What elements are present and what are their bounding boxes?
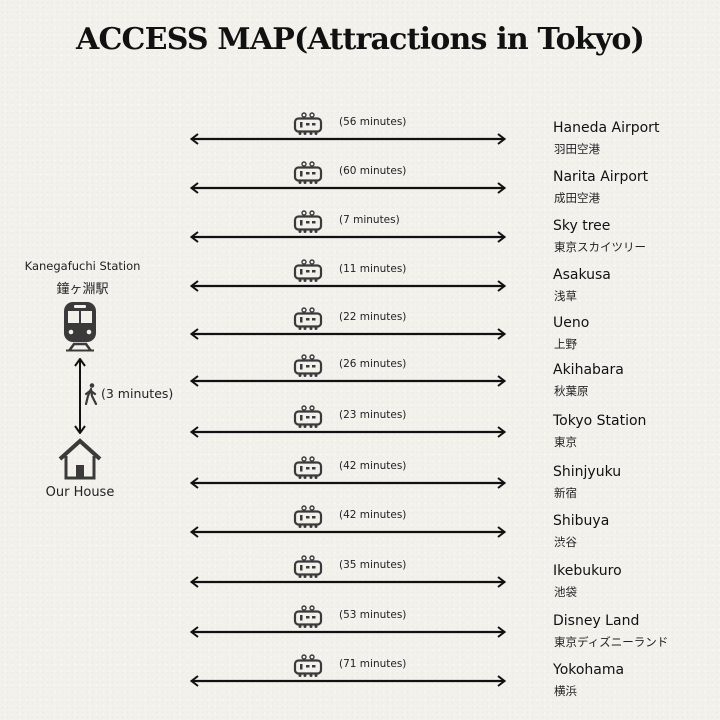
destination-name-ja: 上野 — [554, 337, 577, 351]
travel-time: (42 minutes) — [339, 509, 407, 521]
destination-name-ja: 浅草 — [554, 289, 577, 303]
destination-name-en: Shinjyuku — [553, 464, 622, 480]
travel-time: (22 minutes) — [339, 311, 407, 323]
double-arrow-horizontal-icon — [190, 328, 506, 340]
destination-name-en: Haneda Airport — [553, 120, 660, 136]
destination-name-ja: 渋谷 — [554, 535, 577, 549]
route-row: (60 minutes) Narita Airport 成田空港 — [0, 161, 720, 211]
train-icon — [293, 307, 323, 330]
train-icon — [293, 259, 323, 282]
station-name-ja: 鐘ヶ淵駅 — [56, 282, 109, 297]
destination-name-ja: 成田空港 — [554, 191, 600, 205]
destination-name-ja: 東京ディズニーランド — [554, 635, 669, 649]
destination-name-en: Disney Land — [553, 613, 640, 629]
destination-name-en: Akihabara — [553, 362, 624, 378]
destination-name-ja: 羽田空港 — [554, 142, 600, 156]
travel-time: (26 minutes) — [339, 358, 407, 370]
train-icon — [293, 161, 323, 184]
route-row: (23 minutes) Tokyo Station 東京 — [0, 405, 720, 455]
walk-time: (3 minutes) — [101, 386, 174, 401]
house-label: Our House — [45, 485, 115, 500]
route-row: (7 minutes) Sky tree 東京スカイツリー — [0, 210, 720, 260]
page-title: ACCESS MAP(Attractions in Tokyo) — [76, 22, 645, 57]
travel-time: (53 minutes) — [339, 609, 407, 621]
destination-name-en: Shibuya — [553, 513, 610, 529]
double-arrow-horizontal-icon — [190, 526, 506, 538]
station-name-en: Kanegafuchi Station — [24, 259, 141, 273]
destination-name-en: Asakusa — [553, 267, 611, 283]
double-arrow-horizontal-icon — [190, 133, 506, 145]
destination-name-en: Sky tree — [553, 218, 611, 234]
travel-time: (71 minutes) — [339, 658, 407, 670]
route-row: (26 minutes) Akihabara 秋葉原 — [0, 354, 720, 404]
route-row: (11 minutes) Asakusa 浅草 — [0, 259, 720, 309]
route-row: (42 minutes) Shibuya 渋谷 — [0, 505, 720, 555]
train-icon — [293, 505, 323, 528]
travel-time: (42 minutes) — [339, 460, 407, 472]
route-row: (56 minutes) Haneda Airport 羽田空港 — [0, 112, 720, 162]
destination-name-en: Ikebukuro — [553, 563, 622, 579]
train-icon — [293, 210, 323, 233]
house-icon — [58, 438, 102, 480]
route-row: (53 minutes) Disney Land 東京ディズニーランド — [0, 605, 720, 655]
travel-time: (56 minutes) — [339, 116, 407, 128]
double-arrow-horizontal-icon — [190, 375, 506, 387]
train-icon — [293, 354, 323, 377]
travel-time: (7 minutes) — [339, 214, 400, 226]
route-row: (35 minutes) Ikebukuro 池袋 — [0, 555, 720, 605]
train-icon — [293, 555, 323, 578]
double-arrow-vertical-icon — [74, 358, 86, 434]
double-arrow-horizontal-icon — [190, 426, 506, 438]
double-arrow-horizontal-icon — [190, 182, 506, 194]
double-arrow-horizontal-icon — [190, 477, 506, 489]
destination-name-ja: 横浜 — [554, 684, 577, 698]
travel-time: (35 minutes) — [339, 559, 407, 571]
train-icon — [293, 456, 323, 479]
travel-time: (60 minutes) — [339, 165, 407, 177]
destination-name-en: Tokyo Station — [553, 413, 647, 429]
train-front-icon — [64, 302, 96, 352]
route-row: (22 minutes) Ueno 上野 — [0, 307, 720, 357]
train-icon — [293, 605, 323, 628]
travel-time: (23 minutes) — [339, 409, 407, 421]
double-arrow-horizontal-icon — [190, 280, 506, 292]
destination-name-en: Narita Airport — [553, 169, 649, 185]
destination-name-en: Yokohama — [553, 662, 625, 678]
destination-name-ja: 秋葉原 — [554, 384, 589, 398]
pedestrian-icon — [84, 383, 98, 405]
double-arrow-horizontal-icon — [190, 675, 506, 687]
destination-name-ja: 東京 — [554, 435, 577, 449]
destination-name-en: Ueno — [553, 315, 590, 331]
train-icon — [293, 405, 323, 428]
destination-name-ja: 新宿 — [554, 486, 577, 500]
route-row: (42 minutes) Shinjyuku 新宿 — [0, 456, 720, 506]
train-icon — [293, 112, 323, 135]
double-arrow-horizontal-icon — [190, 231, 506, 243]
train-icon — [293, 654, 323, 677]
destination-name-ja: 池袋 — [554, 585, 577, 599]
route-row: (71 minutes) Yokohama 横浜 — [0, 654, 720, 704]
travel-time: (11 minutes) — [339, 263, 407, 275]
double-arrow-horizontal-icon — [190, 626, 506, 638]
destination-name-ja: 東京スカイツリー — [554, 240, 646, 254]
double-arrow-horizontal-icon — [190, 576, 506, 588]
